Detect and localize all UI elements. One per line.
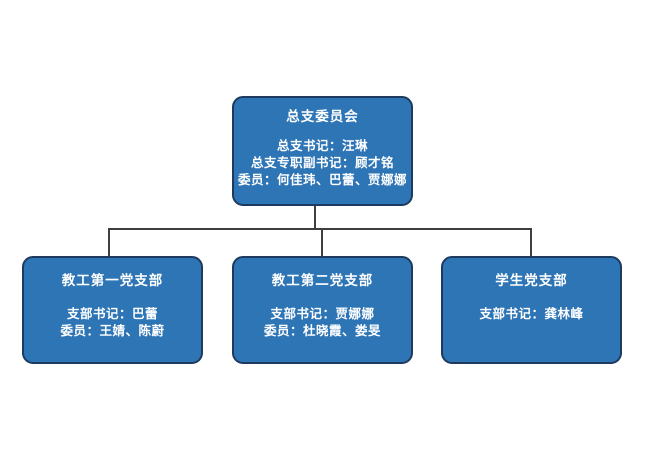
connector-drop-branch-3 [530, 229, 532, 256]
node-body: 总支书记：汪琳 总支专职副书记：顾才铭 委员：何佳玮、巴蕾、贾娜娜 [234, 138, 411, 189]
node-title: 教工第二党支部 [271, 273, 374, 288]
node-line-secretary: 支部书记：龚林峰 [479, 307, 584, 321]
connector-horizontal-rail [108, 228, 532, 230]
node-branch-faculty-1: 教工第一党支部 支部书记：巴蕾 委员：王婧、陈蔚 [22, 256, 203, 364]
node-body: 支部书记：贾娜娜 委员：杜晓霞、娄旻 [234, 306, 411, 340]
node-root-committee: 总支委员会 总支书记：汪琳 总支专职副书记：顾才铭 委员：何佳玮、巴蕾、贾娜娜 [232, 96, 413, 206]
node-line-secretary: 支部书记：贾娜娜 [270, 307, 375, 321]
node-line-members: 委员：杜晓霞、娄旻 [263, 324, 381, 338]
node-branch-students: 学生党支部 支部书记：龚林峰 [441, 256, 622, 364]
connector-drop-branch-1 [108, 229, 110, 256]
connector-root-stub [314, 205, 316, 229]
node-branch-faculty-2: 教工第二党支部 支部书记：贾娜娜 委员：杜晓霞、娄旻 [232, 256, 413, 364]
node-line-members: 委员：王婧、陈蔚 [60, 324, 165, 338]
connector-drop-branch-2 [321, 229, 323, 256]
node-body: 支部书记：龚林峰 [443, 306, 620, 323]
node-line-secretary: 支部书记：巴蕾 [66, 307, 158, 321]
node-title: 学生党支部 [495, 273, 568, 288]
node-title: 教工第一党支部 [61, 273, 164, 288]
node-line-secretary: 总支书记：汪琳 [276, 139, 368, 153]
node-line-members: 委员：何佳玮、巴蕾、贾娜娜 [237, 173, 407, 187]
node-line-deputy-secretary: 总支专职副书记：顾才铭 [250, 156, 394, 170]
node-title: 总支委员会 [286, 109, 359, 124]
node-body: 支部书记：巴蕾 委员：王婧、陈蔚 [24, 306, 201, 340]
